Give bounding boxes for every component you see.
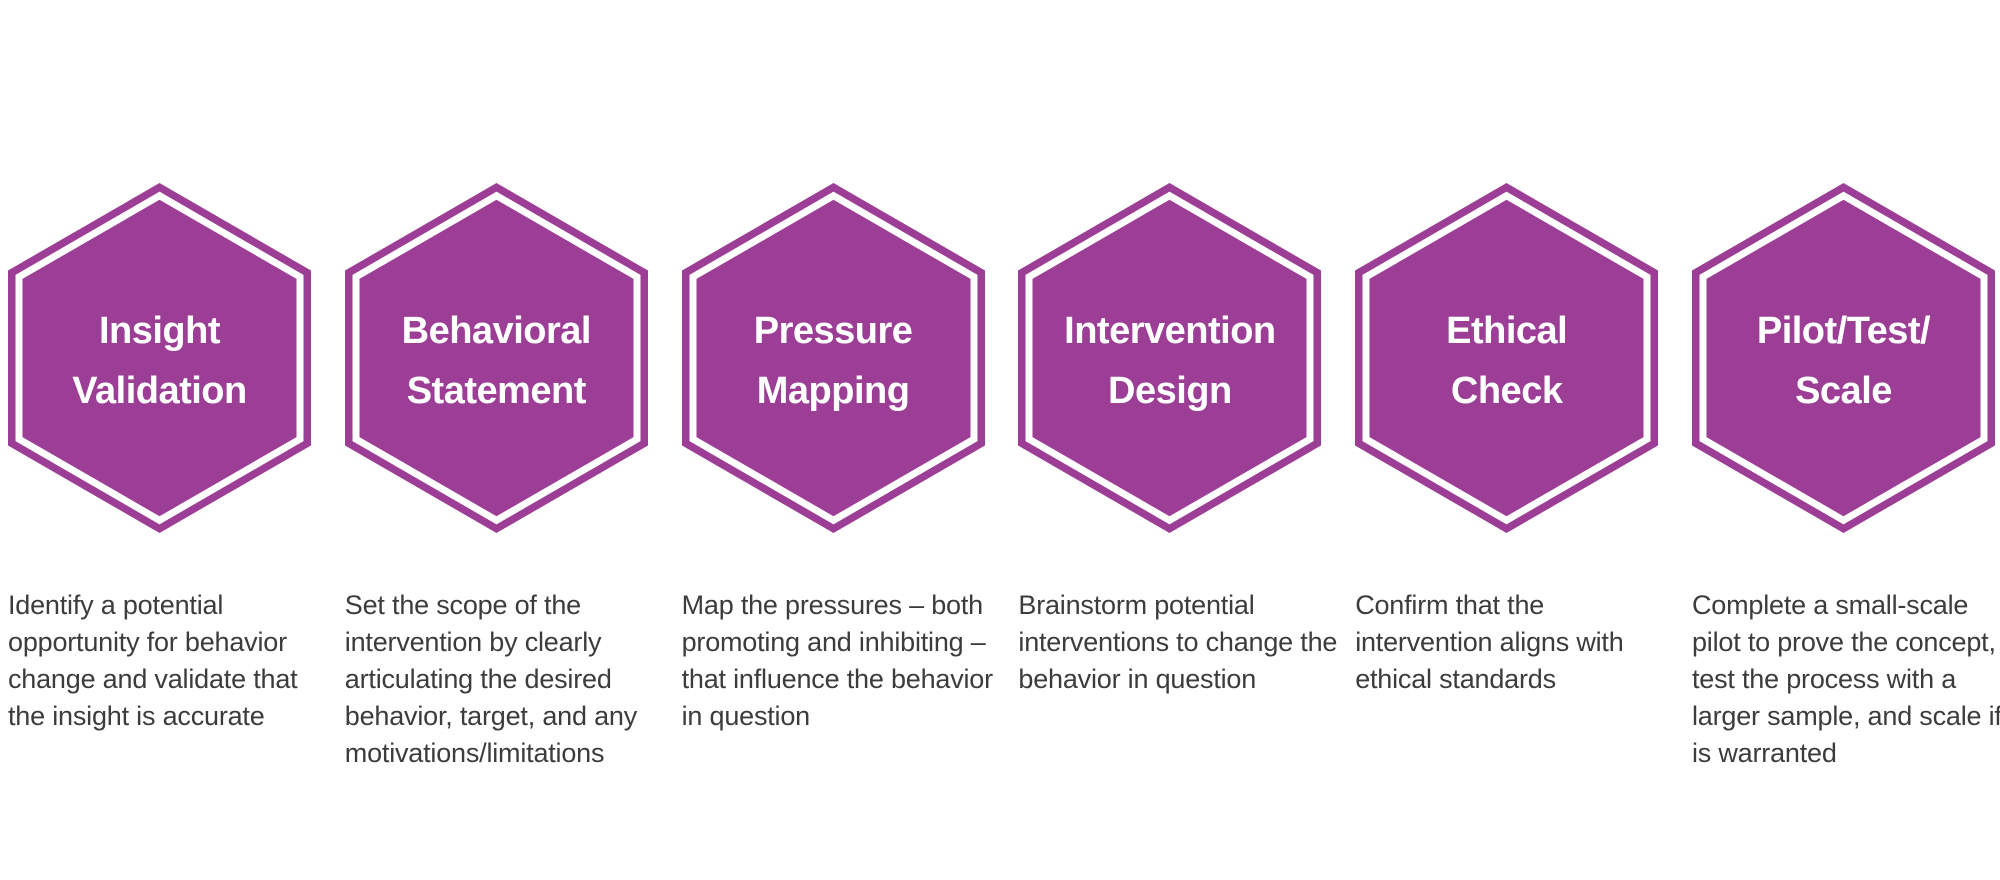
step-title-line: Statement [406,370,587,412]
step-title-line: Pressure [753,310,913,352]
hexagon-fill [8,183,311,533]
step-title-line: Design [1108,370,1232,412]
step-column-insight-validation: Insight Validation Identify a potential … [8,183,311,772]
hexagon-badge: Pressure Mapping [681,183,985,533]
hexagon-badge: Insight Validation [8,183,311,533]
step-column-pressure-mapping: Pressure Mapping Map the pressures – bot… [681,183,993,772]
step-title: Ethical Check [1355,183,1658,533]
step-title: Behavioral Statement [345,183,648,533]
hexagon-shape [1691,183,1995,533]
step-column-behavioral-statement: Behavioral Statement Set the scope of th… [344,183,648,772]
hexagon-shape [8,183,311,533]
hexagon-inner-ring [1699,191,1988,525]
step-description: Brainstorm potential interventions to ch… [1018,590,1338,694]
step-description: Complete a small-scale pilot to prove th… [1691,590,2000,768]
step-title-line: Ethical [1446,310,1568,352]
hexagon-inner-ring [689,191,978,525]
hexagon-fill [1018,183,1322,533]
step-title-line: Pilot/Test/ [1756,310,1931,352]
hexagon-shape [1355,183,1659,533]
step-title-line: Check [1450,370,1563,412]
step-title-line: Validation [72,370,247,412]
hexagon-fill [681,183,985,533]
hexagon-fill [344,183,648,533]
step-title-line: Behavioral [401,310,592,352]
hexagon-badge: Behavioral Statement [344,183,648,533]
step-title: Pilot/Test/ Scale [1692,183,1995,533]
hexagon-fill [1691,183,1995,533]
step-description: Confirm that the intervention aligns wit… [1355,590,1624,694]
hexagon-inner-ring [352,191,641,525]
step-title: Pressure Mapping [682,183,985,533]
process-steps-row: Insight Validation Identify a potential … [8,183,2000,772]
hexagon-fill [1355,183,1659,533]
hexagon-inner-ring [1362,191,1651,525]
step-column-intervention-design: Intervention Design Brainstorm potential… [1018,183,1337,772]
step-column-pilot-test-scale: Pilot/Test/ Scale Complete a small-scale… [1691,183,2000,772]
step-column-ethical-check: Ethical Check Confirm that the intervent… [1355,183,1659,772]
hexagon-badge: Intervention Design [1018,183,1322,533]
hexagon-shape [681,183,985,533]
step-description: Identify a potential opportunity for beh… [8,590,298,731]
step-title-line: Insight [98,310,221,352]
hexagon-shape [344,183,648,533]
hexagon-shape [1018,183,1322,533]
step-description: Set the scope of the intervention by cle… [344,590,638,768]
step-title: Insight Validation [8,183,311,533]
step-title-line: Intervention [1064,310,1276,352]
hexagon-badge: Ethical Check [1355,183,1659,533]
hexagon-inner-ring [1025,191,1314,525]
step-title-line: Scale [1795,370,1892,412]
hexagon-inner-ring [15,191,304,525]
step-title-line: Mapping [756,370,910,412]
step-title: Intervention Design [1018,183,1321,533]
hexagon-badge: Pilot/Test/ Scale [1691,183,1995,533]
step-description: Map the pressures – both promoting and i… [681,590,994,731]
